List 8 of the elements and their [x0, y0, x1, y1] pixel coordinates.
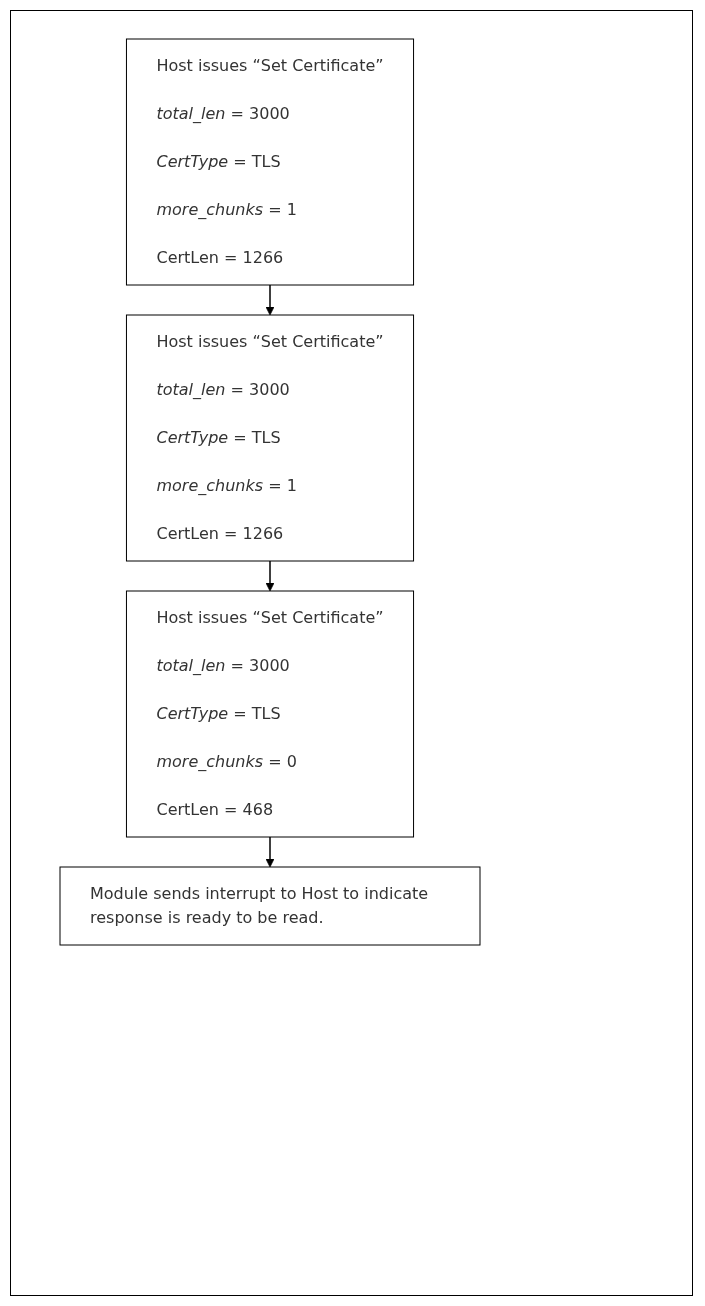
arrow	[265, 284, 274, 316]
node-box	[125, 38, 414, 286]
node-box	[59, 866, 480, 946]
node-box	[125, 314, 414, 562]
arrow	[265, 560, 274, 592]
node-box	[125, 590, 414, 838]
page-frame: Host issues “Set Certificate” total_len = 3000 CertType = TLS more_chunks = 1 CertLen = 1266 Host issues “Set Certificate” total_len = 3000 CertType = TLS more_chunks = 1 CertLen = 1266 Host issues “Set Certificate” total_len = 3000 CertType = TLS more_chunks = 0 CertLen = 468 Module sends interrupt to Host to indicate response is ready to be read.	[10, 10, 693, 1296]
arrow	[265, 836, 274, 868]
